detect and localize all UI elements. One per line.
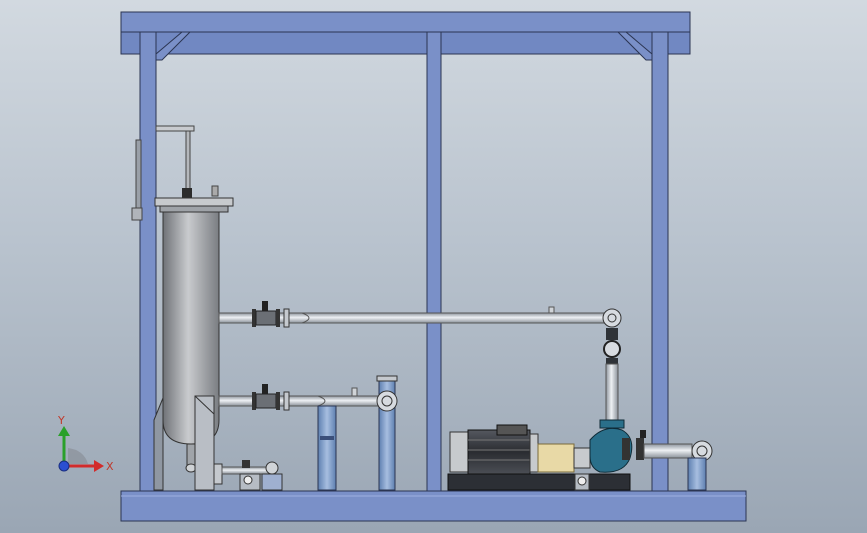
flange-lower[interactable] — [376, 390, 398, 412]
check-valve[interactable] — [603, 340, 621, 358]
right-post[interactable] — [651, 31, 669, 493]
steel-frame[interactable] — [120, 11, 747, 522]
skid-baseplate[interactable] — [447, 473, 631, 491]
right-brace[interactable] — [616, 31, 653, 61]
centrifugal-pump[interactable] — [573, 419, 646, 473]
view-orientation-triad: Y X — [57, 414, 114, 473]
z-axis — [58, 460, 70, 472]
vessel-leg-left[interactable] — [153, 397, 164, 491]
pump-skid[interactable] — [447, 419, 646, 491]
top-beam-lower[interactable] — [120, 31, 691, 55]
drain-line[interactable] — [213, 460, 283, 491]
upper-pipe-line[interactable] — [218, 301, 605, 328]
lower-ball-valve[interactable] — [252, 384, 290, 411]
suction-line[interactable] — [643, 440, 713, 491]
top-beam[interactable] — [120, 11, 691, 33]
filter-vessel[interactable] — [131, 125, 234, 491]
left-brace[interactable] — [155, 31, 192, 61]
pump-discharge-riser[interactable] — [602, 308, 622, 423]
y-axis-label: Y — [57, 414, 65, 427]
x-axis-label: X — [106, 460, 114, 473]
upper-ball-valve[interactable] — [252, 301, 290, 328]
coupling-guard[interactable] — [537, 443, 575, 473]
electric-motor[interactable] — [449, 424, 539, 475]
center-post[interactable] — [426, 31, 442, 493]
vessel-leg-right[interactable] — [194, 395, 215, 491]
lower-pipe-line[interactable] — [218, 375, 398, 491]
